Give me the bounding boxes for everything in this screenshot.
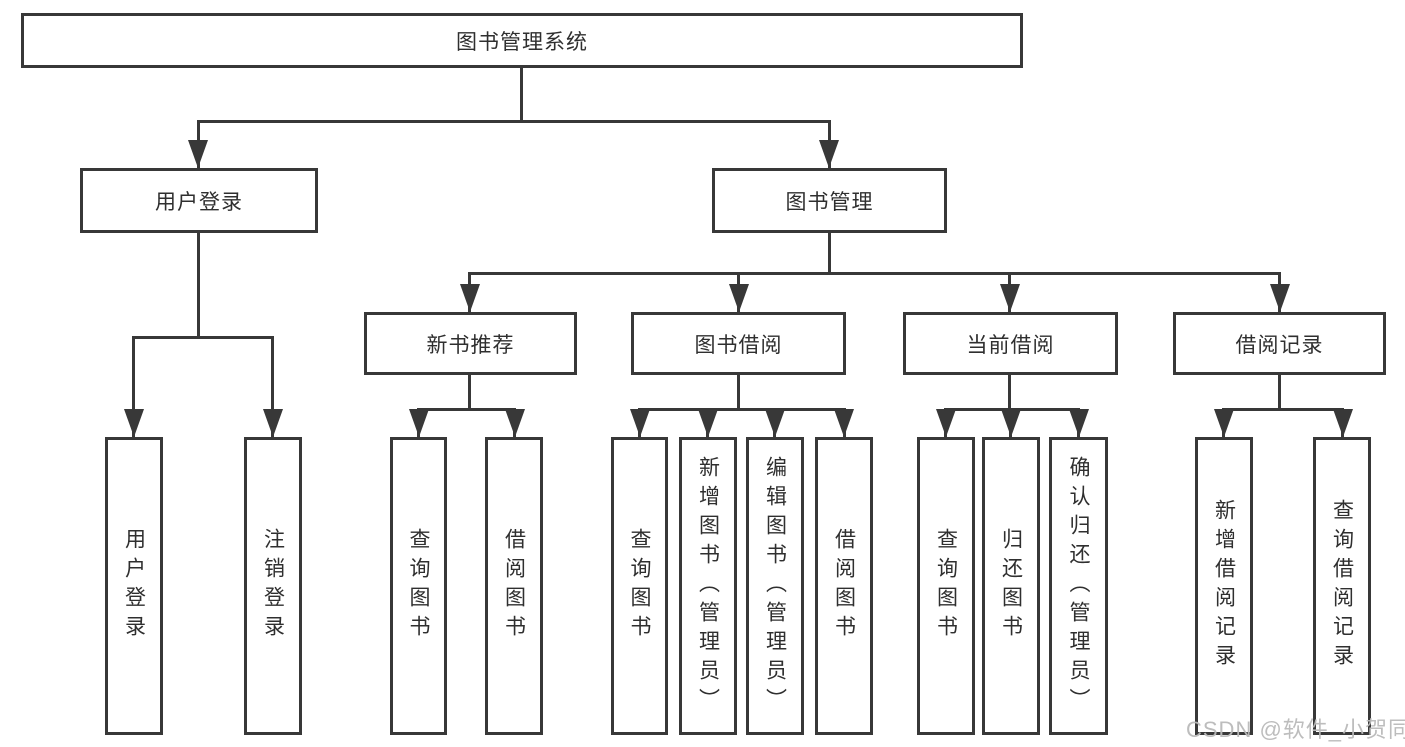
node-label: 查询借阅记录 (1330, 499, 1354, 673)
node-library-system: 图书管理系统 (21, 13, 1023, 68)
arrow-down-icon (124, 409, 144, 437)
arrow-down-icon (630, 409, 650, 437)
connector-borrow-stem (737, 375, 740, 408)
node-leaf-query-books-borrow: 查询图书 (611, 437, 668, 735)
node-leaf-borrow-books: 借阅图书 (815, 437, 873, 735)
connector-login-stem (197, 233, 200, 336)
arrow-down-icon (834, 409, 854, 437)
node-label: 注销登录 (261, 528, 285, 644)
node-leaf-query-borrow-record: 查询借阅记录 (1313, 437, 1371, 735)
node-label: 新书推荐 (426, 333, 515, 357)
watermark: CSDN @软件_小贺同学 (1186, 717, 1405, 742)
arrow-down-icon (729, 284, 749, 312)
arrow-down-icon (936, 409, 956, 437)
node-leaf-borrow-books-recommend: 借阅图书 (485, 437, 543, 735)
connector-drop-login-2 (271, 336, 274, 437)
node-leaf-edit-book-admin: 编辑图书（管理员） (746, 437, 804, 735)
node-label: 图书管理 (785, 190, 874, 214)
node-book-borrow: 图书借阅 (631, 312, 846, 375)
node-label: 归还图书 (999, 528, 1023, 644)
node-label: 借阅图书 (502, 528, 526, 644)
node-leaf-query-books-recommend: 查询图书 (390, 437, 447, 735)
node-label: 查询图书 (934, 528, 958, 644)
node-label: 用户登录 (122, 528, 146, 644)
connector-borrow-branch (638, 408, 846, 411)
node-label: 确认归还（管理员） (1067, 455, 1090, 717)
arrow-down-icon (1000, 284, 1020, 312)
arrow-down-icon (263, 409, 283, 437)
node-label: 查询图书 (628, 528, 651, 644)
arrow-down-icon (1214, 409, 1234, 437)
node-label: 编辑图书（管理员） (763, 455, 787, 717)
node-label: 用户登录 (155, 190, 243, 214)
node-leaf-add-borrow-record: 新增借阅记录 (1195, 437, 1253, 735)
connector-management-branch (468, 272, 1281, 275)
connector-root-branch (197, 120, 831, 123)
node-current-borrow: 当前借阅 (903, 312, 1118, 375)
arrow-down-icon (409, 409, 429, 437)
node-leaf-user-login: 用户登录 (105, 437, 163, 735)
node-leaf-add-book-admin: 新增图书（管理员） (679, 437, 737, 735)
node-leaf-logout: 注销登录 (244, 437, 302, 735)
connector-records-branch (1222, 408, 1344, 411)
node-borrow-records: 借阅记录 (1173, 312, 1386, 375)
arrow-down-icon (188, 140, 208, 168)
node-label: 新增借阅记录 (1212, 499, 1236, 673)
node-label: 图书管理系统 (456, 30, 588, 54)
node-user-login: 用户登录 (80, 168, 318, 233)
connector-login-branch (132, 336, 274, 339)
node-leaf-query-books-current: 查询图书 (917, 437, 975, 735)
node-book-management: 图书管理 (712, 168, 947, 233)
arrow-down-icon (505, 409, 525, 437)
connector-drop-login-1 (132, 336, 135, 437)
arrow-down-icon (1270, 284, 1290, 312)
arrow-down-icon (1001, 409, 1021, 437)
connector-current-stem (1008, 375, 1011, 408)
arrow-down-icon (1069, 409, 1089, 437)
node-label: 借阅图书 (832, 528, 856, 644)
node-leaf-return-books: 归还图书 (982, 437, 1040, 735)
connector-records-stem (1278, 375, 1281, 408)
connector-recommend-stem (468, 375, 471, 408)
arrow-down-icon (765, 409, 785, 437)
node-label: 图书借阅 (694, 333, 783, 357)
node-label: 新增图书（管理员） (696, 455, 720, 717)
arrow-down-icon (460, 284, 480, 312)
connector-management-stem (828, 233, 831, 275)
node-label: 借阅记录 (1235, 333, 1324, 357)
arrow-down-icon (819, 140, 839, 168)
arrow-down-icon (1333, 409, 1353, 437)
node-label: 当前借阅 (966, 333, 1055, 357)
node-label: 查询图书 (407, 528, 430, 644)
node-leaf-confirm-return-admin: 确认归还（管理员） (1049, 437, 1108, 735)
arrow-down-icon (698, 409, 718, 437)
connector-recommend-branch (417, 408, 516, 411)
connector-root-stem (520, 68, 523, 120)
node-new-book-recommend: 新书推荐 (364, 312, 577, 375)
